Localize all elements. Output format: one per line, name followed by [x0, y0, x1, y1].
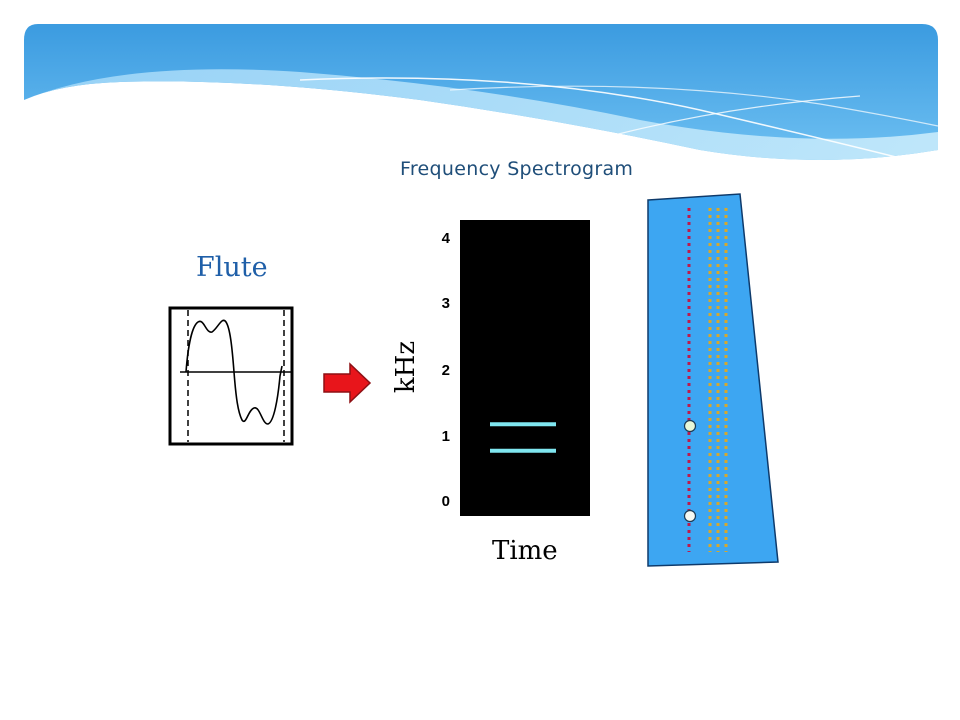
header-banner: [24, 24, 939, 160]
y-tick-label: 0: [441, 493, 450, 510]
y-tick-label: 3: [441, 295, 450, 312]
waveform-icon: [168, 306, 294, 446]
y-tick-label: 4: [441, 230, 450, 247]
slide-title: Frequency Spectrogram: [400, 158, 634, 180]
instrument-label: Flute: [196, 252, 268, 283]
flute-illustration: [647, 193, 779, 567]
y-axis-label: kHz: [391, 340, 421, 394]
y-tick-label: 2: [441, 362, 450, 379]
spectrogram-background: [460, 220, 590, 516]
right-arrow-icon: [323, 362, 372, 404]
x-axis-label: Time: [492, 536, 558, 566]
y-tick-label: 1: [441, 428, 450, 445]
spectrogram-plot: [460, 220, 590, 516]
